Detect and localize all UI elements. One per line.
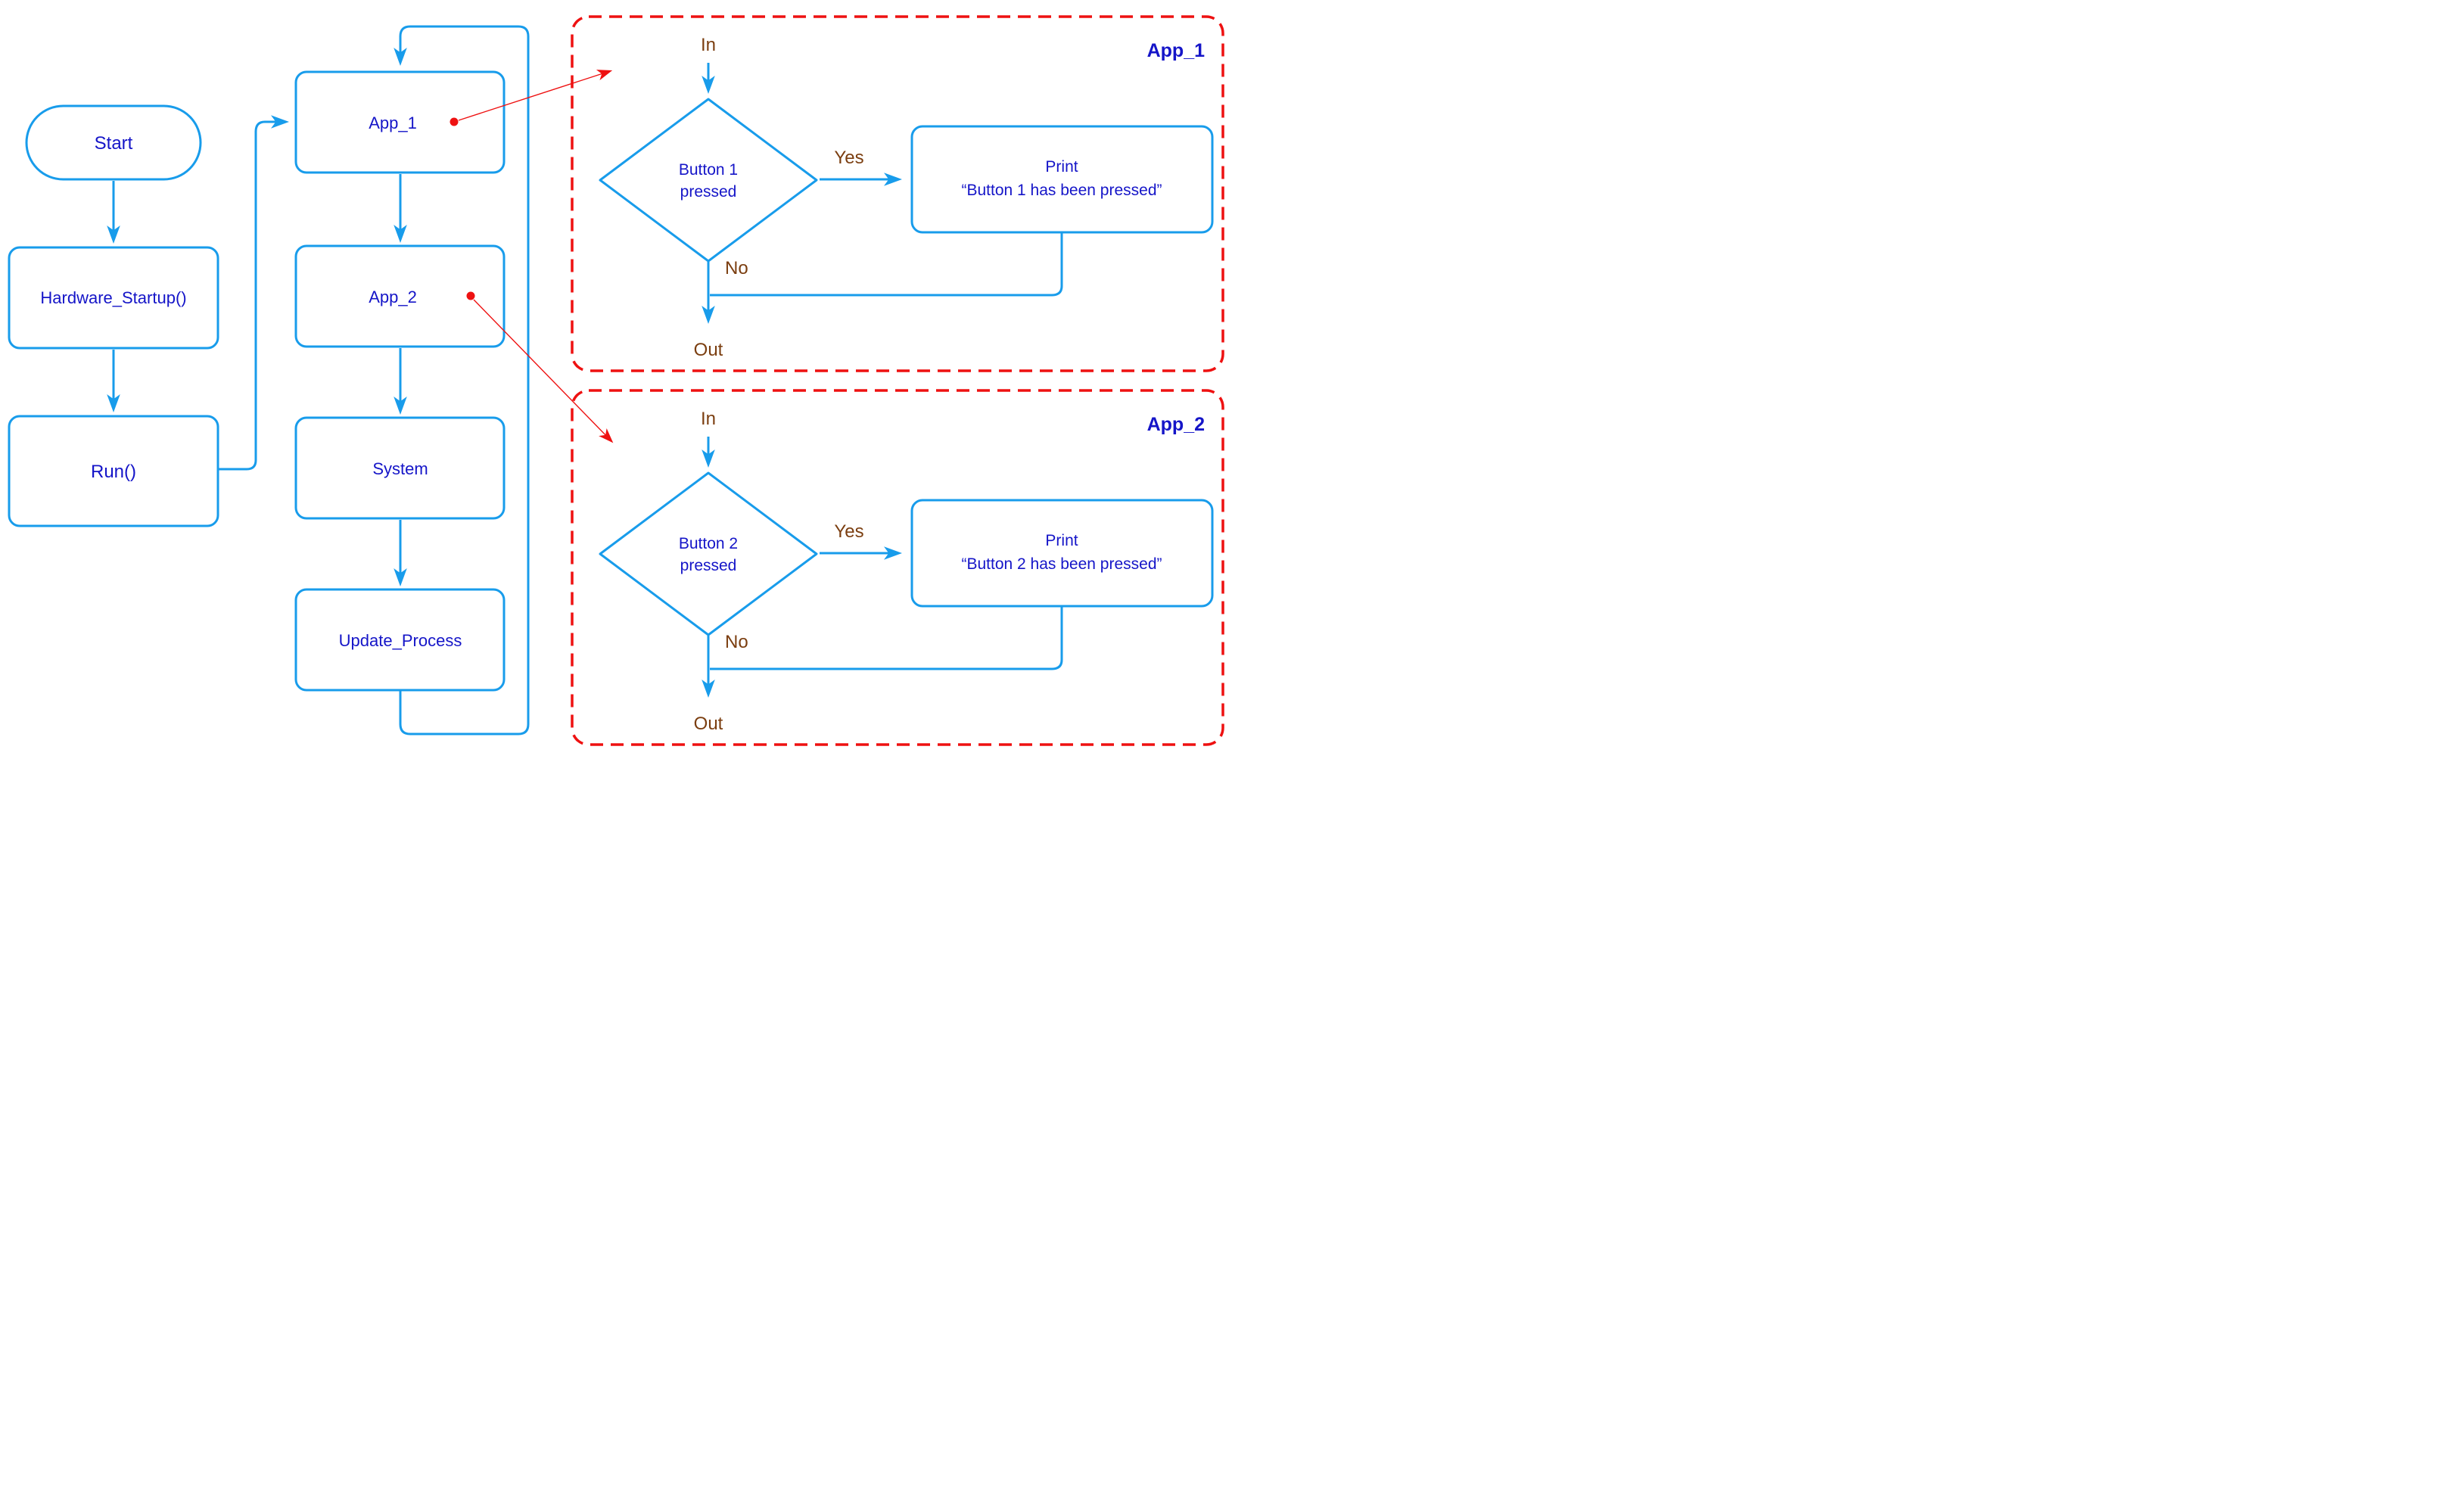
app2-yes-label: Yes: [834, 521, 863, 542]
app2-box-label: App_2: [369, 288, 417, 306]
hardware-startup-label: Hardware_Startup(): [40, 288, 186, 307]
app1-panel-title: App_1: [1147, 40, 1206, 61]
flowchart-svg: Start Hardware_Startup() Run() App_1 App…: [8, 15, 1224, 746]
start-label: Start: [95, 133, 133, 154]
app2-decision-line1: Button 2: [679, 535, 738, 552]
app1-decision-line2: pressed: [680, 183, 737, 201]
app2-decision-diamond: [599, 471, 818, 636]
system-box: [294, 416, 506, 520]
app2-annotation-dot: [466, 291, 475, 300]
app2-print-box: [910, 499, 1214, 608]
app1-panel: App_1 In Button 1 pressed Yes Print “But…: [571, 15, 1224, 372]
update-process-box: [294, 588, 506, 692]
app1-box-label: App_1: [369, 114, 417, 132]
app2-print-line1: Print: [1045, 532, 1078, 549]
app2-panel-border: [571, 389, 1224, 746]
scheduler-loop-line: [394, 25, 530, 736]
run-label: Run(): [91, 462, 136, 482]
app1-print-line2: “Button 1 has been pressed”: [961, 182, 1162, 199]
app1-decision-diamond: [599, 98, 818, 263]
start-terminator: [25, 104, 202, 181]
app2-print-return-line: [710, 607, 1063, 670]
app1-annotation-dot: [450, 117, 459, 126]
app1-print-line1: Print: [1045, 158, 1078, 176]
app2-no-label: No: [725, 632, 748, 652]
app2-out-label: Out: [694, 714, 723, 734]
app1-annotation-arrow: [458, 70, 613, 121]
update-process-label: Update_Process: [339, 631, 462, 650]
app1-print-return-line: [710, 233, 1063, 297]
app2-in-label: In: [701, 409, 716, 429]
app1-decision-line1: Button 1: [679, 161, 738, 179]
app1-in-label: In: [701, 35, 716, 55]
app1-panel-border: [571, 15, 1224, 372]
app2-panel: App_2 In Button 2 pressed Yes Print “But…: [571, 389, 1224, 746]
app1-yes-label: Yes: [834, 148, 863, 168]
app2-decision-line2: pressed: [680, 557, 737, 574]
app2-print-line2: “Button 2 has been pressed”: [961, 555, 1162, 573]
app1-print-box: [910, 125, 1214, 234]
hardware-startup-box: [8, 246, 219, 350]
app2-panel-title: App_2: [1147, 414, 1205, 435]
app2-annotation-arrow: [473, 299, 614, 443]
app1-box: [294, 70, 506, 174]
app2-box: [294, 244, 506, 348]
system-box-label: System: [372, 459, 428, 478]
run-to-app1-connector: [219, 115, 289, 471]
app1-no-label: No: [725, 258, 748, 278]
flowchart-canvas: Start Hardware_Startup() Run() App_1 App…: [0, 0, 1232, 748]
run-box: [8, 415, 219, 527]
app1-out-label: Out: [694, 340, 723, 360]
